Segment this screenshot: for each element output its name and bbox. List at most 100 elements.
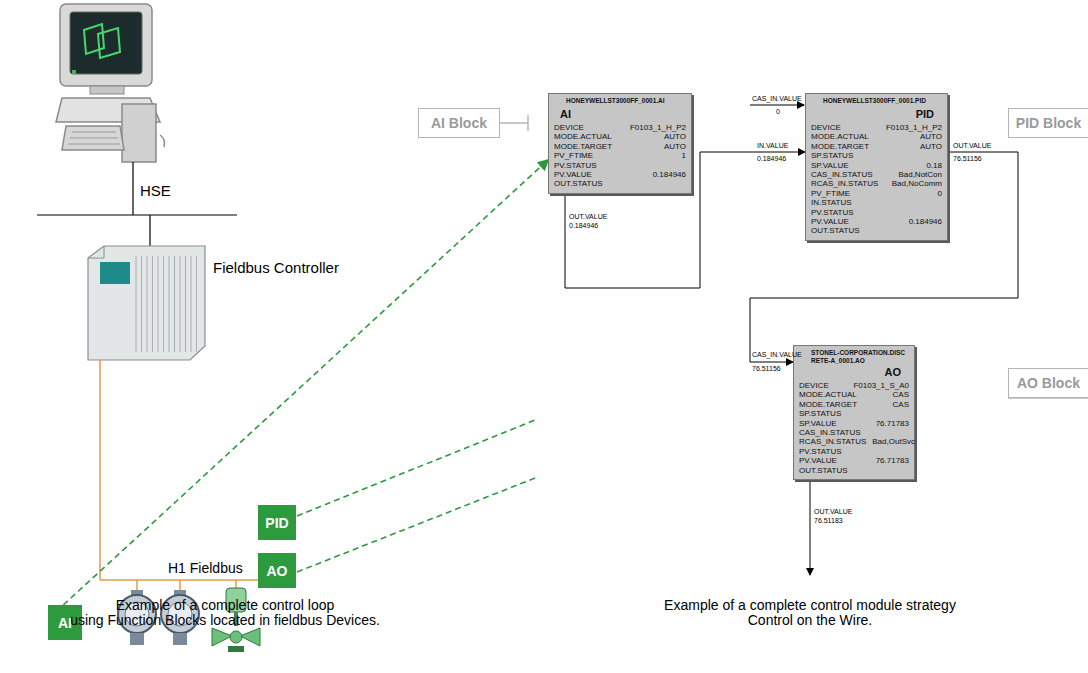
- parameter-row: PV_FTIME 1: [554, 151, 686, 160]
- block-tag: AI: [58, 615, 72, 631]
- parameter-name: IN.STATUS: [811, 198, 852, 207]
- parameter-value: AUTO: [664, 142, 686, 151]
- parameter-value: AUTO: [920, 132, 942, 141]
- parameter-value: 0.184946: [909, 217, 942, 226]
- parameter-row: IN.STATUS: [811, 198, 942, 207]
- parameter-name: DEVICE: [799, 381, 829, 390]
- signal-value: 0.184946: [757, 155, 786, 163]
- parameter-value: 1: [682, 151, 686, 160]
- rack-slot: [147, 256, 148, 352]
- parameter-row: MODE.ACTUALAUTO: [554, 132, 686, 141]
- network-label: HSE: [140, 183, 171, 200]
- parameter-row: SP.VALUE 0.18: [811, 161, 942, 170]
- rack-slot: [185, 256, 186, 352]
- parameter-name: PV_FTIME: [554, 151, 593, 160]
- parameter-name: SP.STATUS: [811, 151, 853, 160]
- leader-line: [297, 420, 535, 516]
- parameter-row: PV.STATUS: [799, 447, 909, 456]
- signal-value: 0: [776, 108, 780, 116]
- block-tag: PID: [265, 515, 288, 531]
- device-function-block: AO: [258, 553, 296, 588]
- controller-rack: [88, 246, 205, 360]
- parameter-row: PV.STATUS: [554, 161, 686, 170]
- parameter-name: OUT.STATUS: [554, 179, 603, 188]
- parameter-name: OUT.STATUS: [799, 466, 848, 475]
- parameter-value: F0103_1_H_P2: [886, 123, 942, 132]
- signal-name: OUT.VALUE: [814, 508, 852, 516]
- block-type: PID: [811, 108, 942, 121]
- parameter-row: OUT.STATUS: [799, 466, 909, 475]
- signal-wire: [810, 480, 811, 575]
- callout-box: AO Block: [1008, 368, 1088, 398]
- signal-value: 76.51156: [752, 365, 781, 373]
- parameter-name: PV.VALUE: [799, 456, 837, 465]
- callout-text: AO Block: [1017, 375, 1080, 391]
- parameter-value: CAS: [893, 390, 909, 399]
- parameter-name: MODE.TARGET: [554, 142, 612, 151]
- rack-slot: [141, 256, 142, 352]
- computer-icon: [56, 4, 165, 162]
- parameter-row: SP.STATUS: [799, 409, 909, 418]
- leader-line: [297, 478, 535, 572]
- network-label: H1 Fieldbus: [168, 561, 243, 576]
- function-block: HONEYWELLST3000FF_0001.AIAIDEVICEF0103_1…: [548, 93, 692, 194]
- parameter-name: DEVICE: [554, 123, 584, 132]
- signal-name: CAS_IN.VALUE: [752, 95, 802, 103]
- parameter-name: MODE.ACTUAL: [811, 132, 869, 141]
- parameter-name: CAS_IN.STATUS: [799, 428, 861, 437]
- rack-slot: [136, 256, 137, 352]
- device-label: Fieldbus Controller: [213, 260, 339, 277]
- rack-slot: [180, 256, 181, 352]
- rack-slot: [163, 256, 164, 352]
- parameter-name: SP.STATUS: [799, 409, 841, 418]
- parameter-name: PV.STATUS: [811, 208, 854, 217]
- parameter-value: Bad,NoComm: [892, 179, 942, 188]
- parameter-row: PV.VALUE 0.184946: [811, 217, 942, 226]
- callout-box: PID Block: [1008, 108, 1088, 138]
- parameter-row: RCAS_IN.STATUSBad,OutSvc: [799, 437, 909, 446]
- signal-name: CAS_IN.VALUE: [752, 351, 802, 359]
- signal-connector: [63, 160, 548, 605]
- rack-slot: [158, 256, 159, 352]
- signal-value: 76.51156: [953, 155, 982, 163]
- parameter-name: PV_FTIME: [811, 189, 850, 198]
- parameter-name: PV.STATUS: [554, 161, 597, 170]
- rack-slot: [174, 256, 175, 352]
- parameter-value: 76.71783: [876, 419, 909, 428]
- parameter-value: Bad,OutSvc: [872, 437, 915, 446]
- caption: Example of a complete control loop using…: [25, 598, 425, 629]
- parameter-value: F0103_1_S_A0: [853, 381, 909, 390]
- function-block: HONEYWELLST3000FF_0001.PIDPIDDEVICEF0103…: [805, 93, 948, 241]
- parameter-value: 0.18: [926, 161, 942, 170]
- parameter-name: MODE.TARGET: [811, 142, 869, 151]
- parameter-row: MODE.ACTUALCAS: [799, 390, 909, 399]
- parameter-name: RCAS_IN.STATUS: [799, 437, 866, 446]
- signal-value: 76.51183: [814, 517, 843, 525]
- device-function-block: PID: [258, 505, 296, 540]
- parameter-row: MODE.ACTUAL AUTO: [811, 132, 942, 141]
- parameter-name: PV.VALUE: [554, 170, 592, 179]
- block-tag: HONEYWELLST3000FF_0001.AI: [554, 97, 686, 107]
- rack-slot: [152, 256, 153, 352]
- callout-box: AI Block: [418, 108, 500, 138]
- parameter-row: MODE.TARGETCAS: [799, 400, 909, 409]
- parameter-value: AUTO: [920, 142, 942, 151]
- block-tag: HONEYWELLST3000FF_0001.PID: [811, 97, 942, 107]
- parameter-name: PV.STATUS: [799, 447, 842, 456]
- signal-value: 0.184946: [569, 222, 598, 230]
- parameter-row: DEVICEF0103_1_H_P2: [554, 123, 686, 132]
- function-block: STONEL-CORPORATION.DISCRETE-A_0001.AOAOD…: [793, 345, 915, 480]
- rack-slot: [191, 256, 192, 352]
- parameter-row: OUT.STATUS: [811, 226, 942, 235]
- parameter-row: RCAS_IN.STATUS Bad,NoComm: [811, 179, 942, 188]
- callout-text: PID Block: [1016, 115, 1081, 131]
- parameter-name: MODE.TARGET: [799, 400, 857, 409]
- block-tag: STONEL-CORPORATION.DISCRETE-A_0001.AO: [799, 349, 909, 365]
- signal-name: OUT.VALUE: [569, 213, 607, 221]
- parameter-name: PV.VALUE: [811, 217, 849, 226]
- parameter-row: PV.STATUS: [811, 208, 942, 217]
- parameter-name: RCAS_IN.STATUS: [811, 179, 878, 188]
- parameter-name: SP.VALUE: [811, 161, 849, 170]
- parameter-row: SP.STATUS: [811, 151, 942, 160]
